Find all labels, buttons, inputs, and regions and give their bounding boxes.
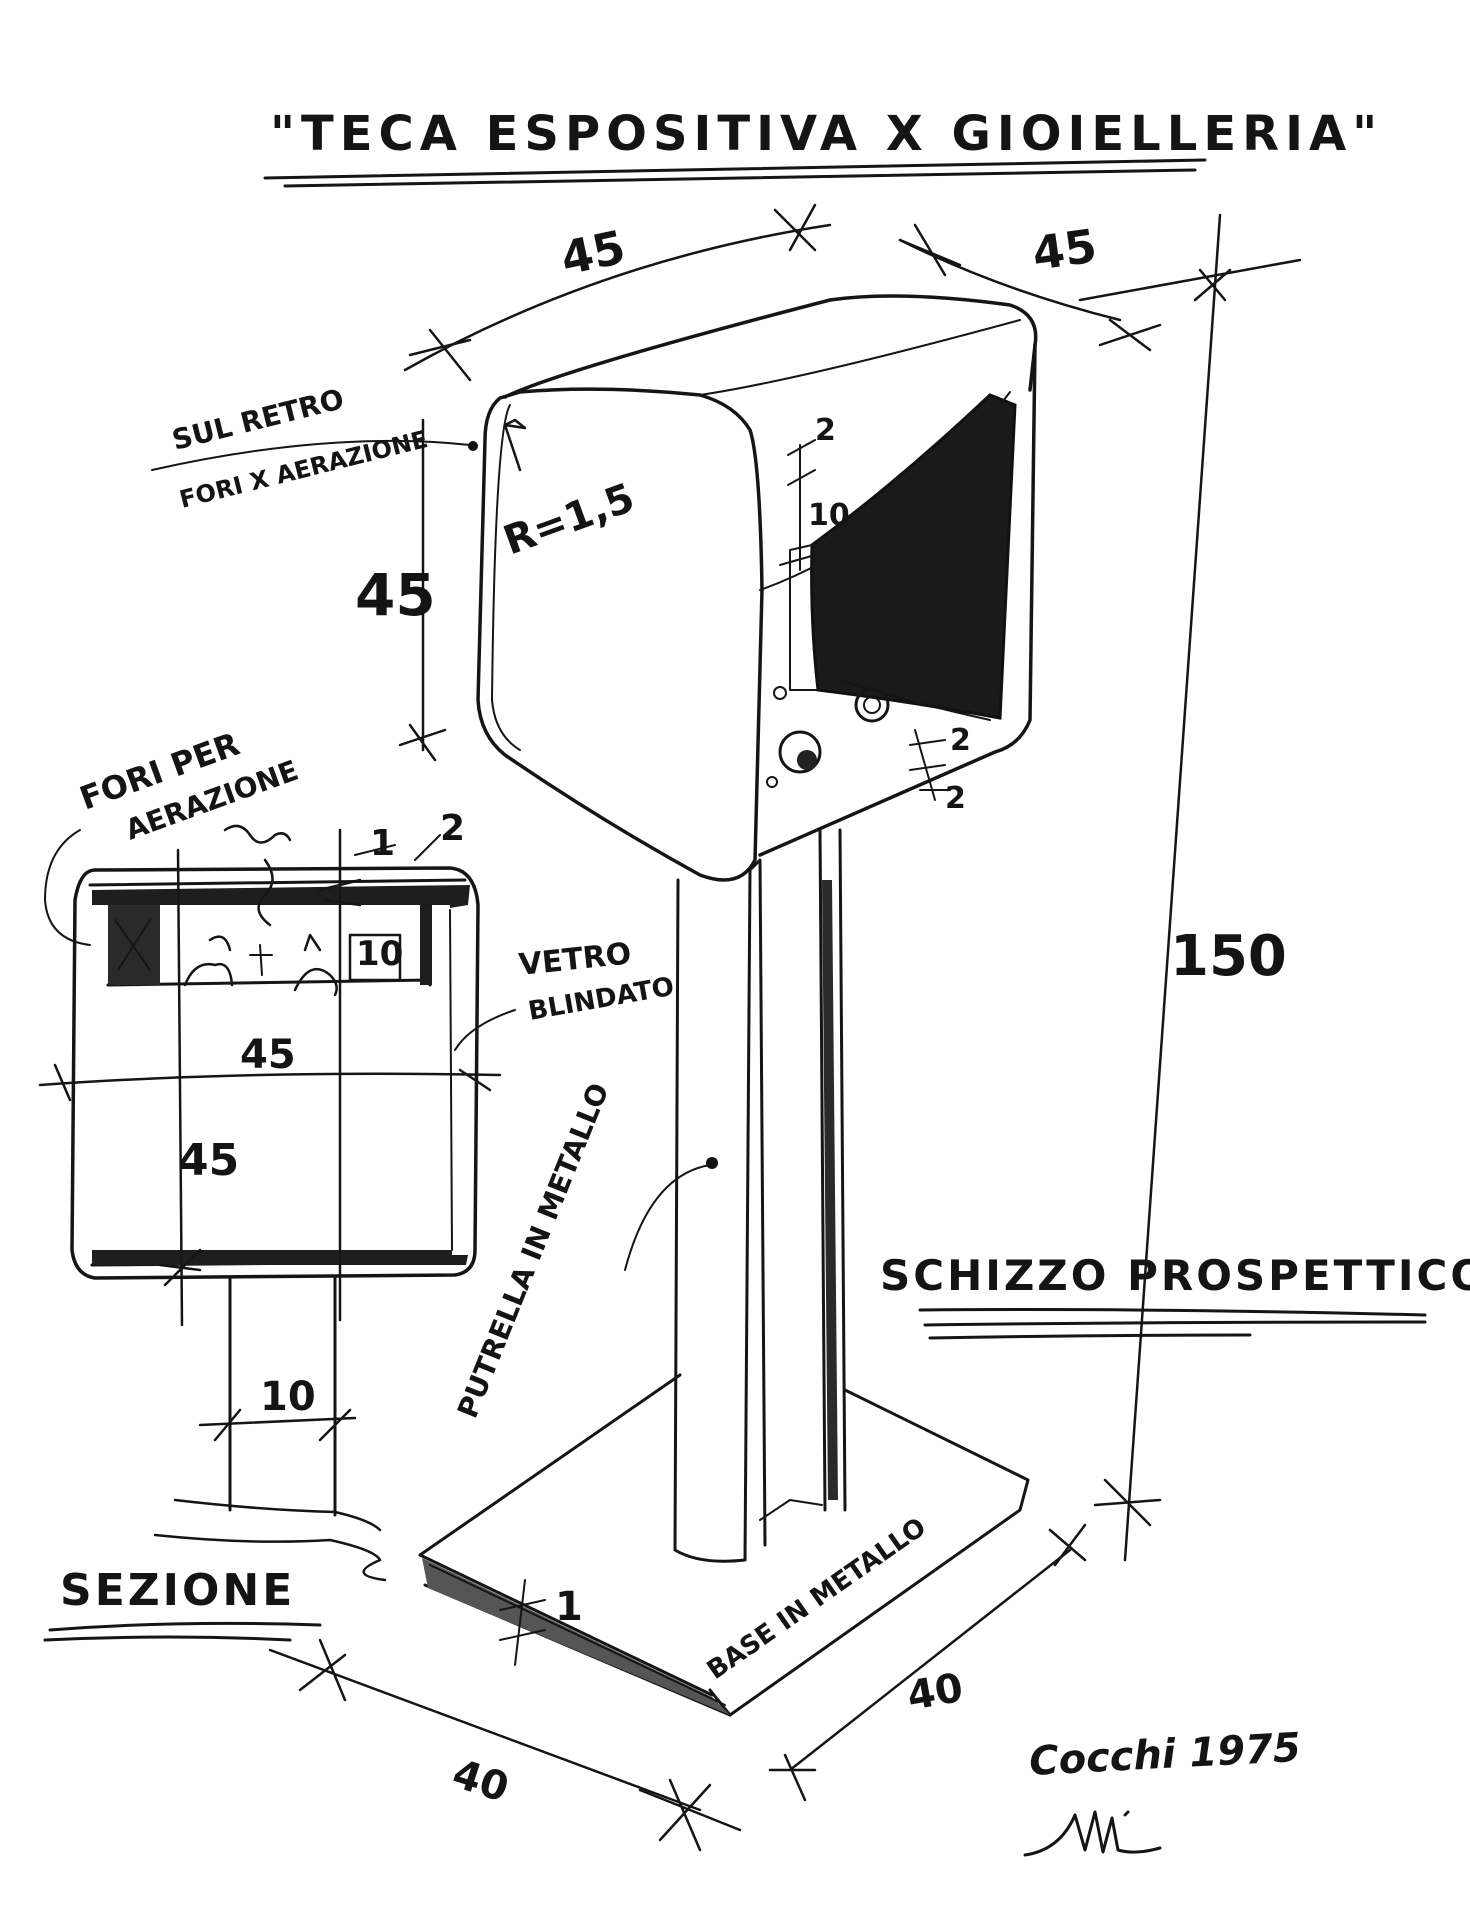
- dim-frame-2-bottom-b: 2: [945, 781, 966, 816]
- dim-top-right: 45: [1029, 219, 1100, 281]
- signature-credit: Cocchi 1975: [1028, 1725, 1302, 1785]
- section-outer-frame: [70, 866, 480, 1280]
- frame-dimension-marks: [779, 439, 951, 801]
- post-note-leader: [624, 1164, 711, 1271]
- back-note-line1: SUL RETRO: [169, 382, 347, 457]
- base-thickness-dim: [499, 1579, 546, 1666]
- signature-mark: [1023, 1810, 1162, 1857]
- dim-top-left: 45: [556, 220, 630, 286]
- holes-note-leader: [44, 829, 91, 946]
- glass-note-line1: VETRO: [517, 936, 633, 983]
- display-box: [476, 294, 1038, 882]
- base-note: BASE IN METALLO: [702, 1512, 932, 1686]
- title-underline: [263, 158, 1207, 188]
- section-view: [38, 824, 502, 1582]
- metal-base: [418, 1373, 1030, 1717]
- box-height-dim-line: [398, 418, 447, 762]
- radius-label: R=1,5: [498, 475, 641, 564]
- section-dim-10: 10: [356, 934, 403, 974]
- dim-frame-2-bottom-a: 2: [950, 723, 971, 758]
- section-label-underline: [43, 1621, 322, 1642]
- box-top-face: [503, 294, 1038, 399]
- dim-box-height: 45: [355, 561, 436, 629]
- section-dim-post: 10: [260, 1374, 316, 1420]
- base-dimension-lines: [268, 1523, 1087, 1852]
- glass-note-leader: [454, 1009, 516, 1051]
- top-dimension-lines: [403, 203, 1302, 382]
- sheet-title: "TECA ESPOSITIVA X GIOIELLERIA": [270, 106, 1383, 162]
- metal-post: [673, 828, 847, 1563]
- box-front-face: [476, 387, 764, 882]
- base-dim-right: 40: [904, 1665, 967, 1720]
- base-thickness: 1: [555, 1584, 583, 1630]
- total-height-dim-line: [1093, 213, 1222, 1562]
- dim-frame-10: 10: [808, 498, 850, 533]
- perspective-label-underline: [918, 1308, 1427, 1340]
- section-dim-1: 1: [370, 823, 395, 864]
- base-dim-left: 40: [447, 1751, 514, 1812]
- showcase-window: [810, 393, 1017, 720]
- perspective-label: SCHIZZO PROSPETTICO: [880, 1251, 1470, 1300]
- box-side-face: [758, 343, 1037, 857]
- section-dim-height: 45: [178, 1135, 239, 1186]
- dim-total-height: 150: [1170, 924, 1287, 989]
- section-dim-width: 45: [240, 1032, 296, 1078]
- dim-frame-2-top: 2: [815, 413, 836, 448]
- section-label: SEZIONE: [60, 1565, 295, 1616]
- section-dim-2: 2: [440, 808, 465, 849]
- back-note-leader: [151, 439, 471, 471]
